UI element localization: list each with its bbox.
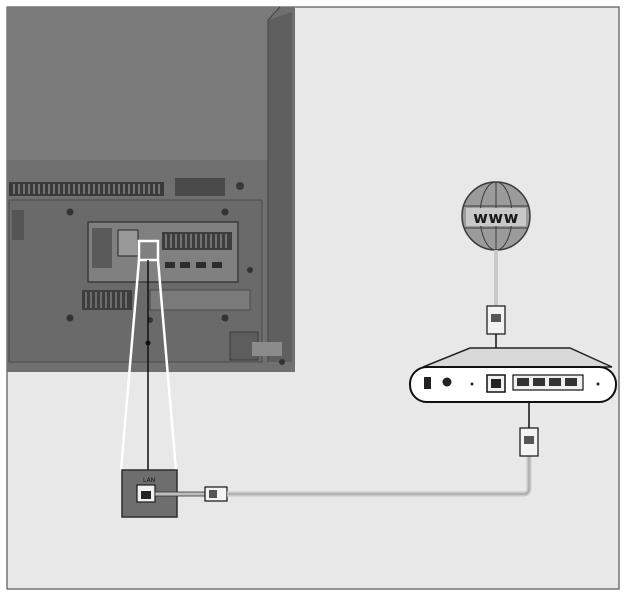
lan-port-label: LAN [143,477,155,484]
ethernet-cable-tv [154,455,532,502]
globe-icon: www [461,181,531,251]
globe-label: www [473,208,519,227]
tv-connector-panel [87,221,239,283]
tv-back-panel [7,6,295,372]
tv-vent-strip [9,178,244,196]
port-callout [119,239,178,471]
ethernet-cable-internet [486,250,506,378]
router [409,347,617,403]
